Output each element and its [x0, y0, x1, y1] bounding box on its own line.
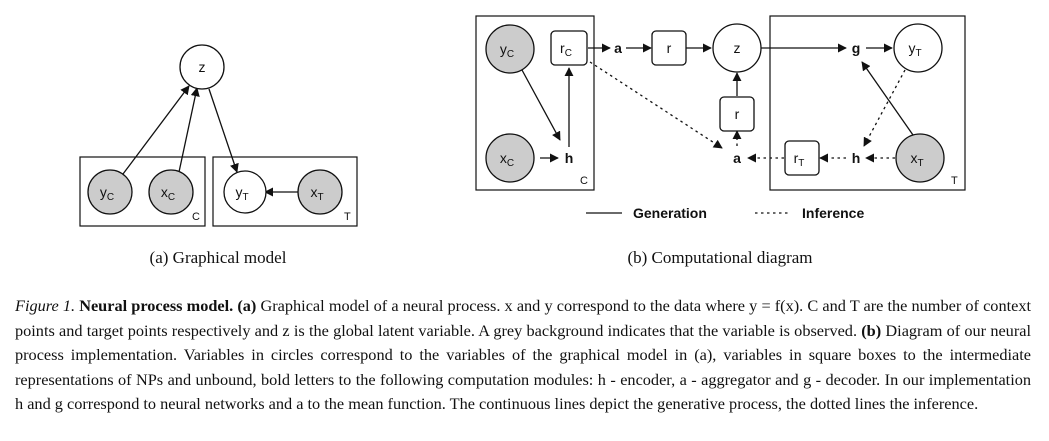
edge-yt-h-dotted	[863, 69, 906, 147]
box-r-mid: r	[719, 96, 755, 132]
plate-t-b-label: T	[951, 175, 958, 187]
node-xt-b: xT	[895, 133, 945, 183]
node-yc-b: yC	[485, 24, 535, 74]
module-a-bottom: a	[733, 150, 741, 166]
caption-figure-label: Figure 1.	[15, 296, 76, 315]
caption-part-a: Graphical model of a neural process. x a…	[15, 296, 1031, 340]
caption-a-marker: (a)	[237, 296, 257, 315]
svg-text:z: z	[734, 40, 741, 56]
svg-text:rC: rC	[560, 40, 572, 59]
caption-title: Neural process model.	[79, 296, 234, 315]
plate-t-label: T	[344, 211, 351, 223]
edge-rc-a-dotted	[589, 61, 723, 149]
svg-text:xT: xT	[310, 184, 323, 203]
svg-text:yC: yC	[100, 184, 114, 203]
box-r-top: r	[651, 30, 687, 66]
caption-part-b: Diagram of our neural process implementa…	[15, 320, 1031, 414]
legend-inference: Inference	[802, 205, 864, 221]
node-z-b: z	[712, 23, 762, 73]
svg-text:yC: yC	[500, 41, 514, 60]
node-yt: yT	[223, 170, 267, 214]
module-a-top: a	[614, 40, 622, 56]
panel-b-computational-diagram: C T yC xC rC h	[475, 15, 966, 267]
caption-b-marker: (b)	[861, 320, 882, 340]
box-rt: rT	[784, 140, 820, 176]
plate-t	[212, 156, 358, 227]
plate-t-b	[769, 15, 966, 191]
svg-text:yT: yT	[235, 184, 248, 203]
module-h-target: h	[852, 150, 861, 166]
plate-c-b-label: C	[580, 175, 588, 187]
svg-text:xT: xT	[910, 150, 923, 169]
figure-caption: Figure 1. Neural process model. (a) Grap…	[15, 294, 1031, 417]
panel-a-graphical-model: C T z yC xC yT xT (a) Graphical mo	[79, 44, 358, 267]
plate-c-label: C	[192, 211, 200, 223]
svg-text:xC: xC	[500, 150, 514, 169]
node-yc: yC	[87, 169, 133, 215]
module-g: g	[852, 40, 861, 56]
subcaption-b: (b) Computational diagram	[627, 248, 812, 267]
edge-z-yt	[208, 88, 239, 173]
box-rc: rC	[550, 30, 588, 66]
node-xc-b: xC	[485, 133, 535, 183]
svg-text:rT: rT	[794, 150, 805, 169]
svg-text:yT: yT	[908, 40, 921, 59]
node-xt: xT	[297, 169, 343, 215]
svg-text:r: r	[667, 40, 672, 56]
edge-yc-z	[122, 85, 190, 175]
svg-text:z: z	[199, 59, 206, 75]
legend: Generation Inference	[586, 205, 864, 221]
node-yt-b: yT	[893, 23, 943, 73]
subcaption-a: (a) Graphical model	[150, 248, 287, 267]
node-z: z	[179, 44, 225, 90]
legend-generation: Generation	[633, 205, 707, 221]
plate-c-b	[475, 15, 595, 191]
edge-xt-g	[861, 61, 914, 136]
edge-yc-h	[521, 69, 561, 141]
plate-c	[79, 156, 206, 227]
module-h-context: h	[565, 150, 574, 166]
node-xc: xC	[148, 169, 194, 215]
edge-xc-z	[178, 87, 200, 173]
svg-text:r: r	[735, 106, 740, 122]
figure-diagram: C T z yC xC yT xT (a) Graphical mo	[79, 15, 966, 267]
svg-text:xC: xC	[161, 184, 175, 203]
